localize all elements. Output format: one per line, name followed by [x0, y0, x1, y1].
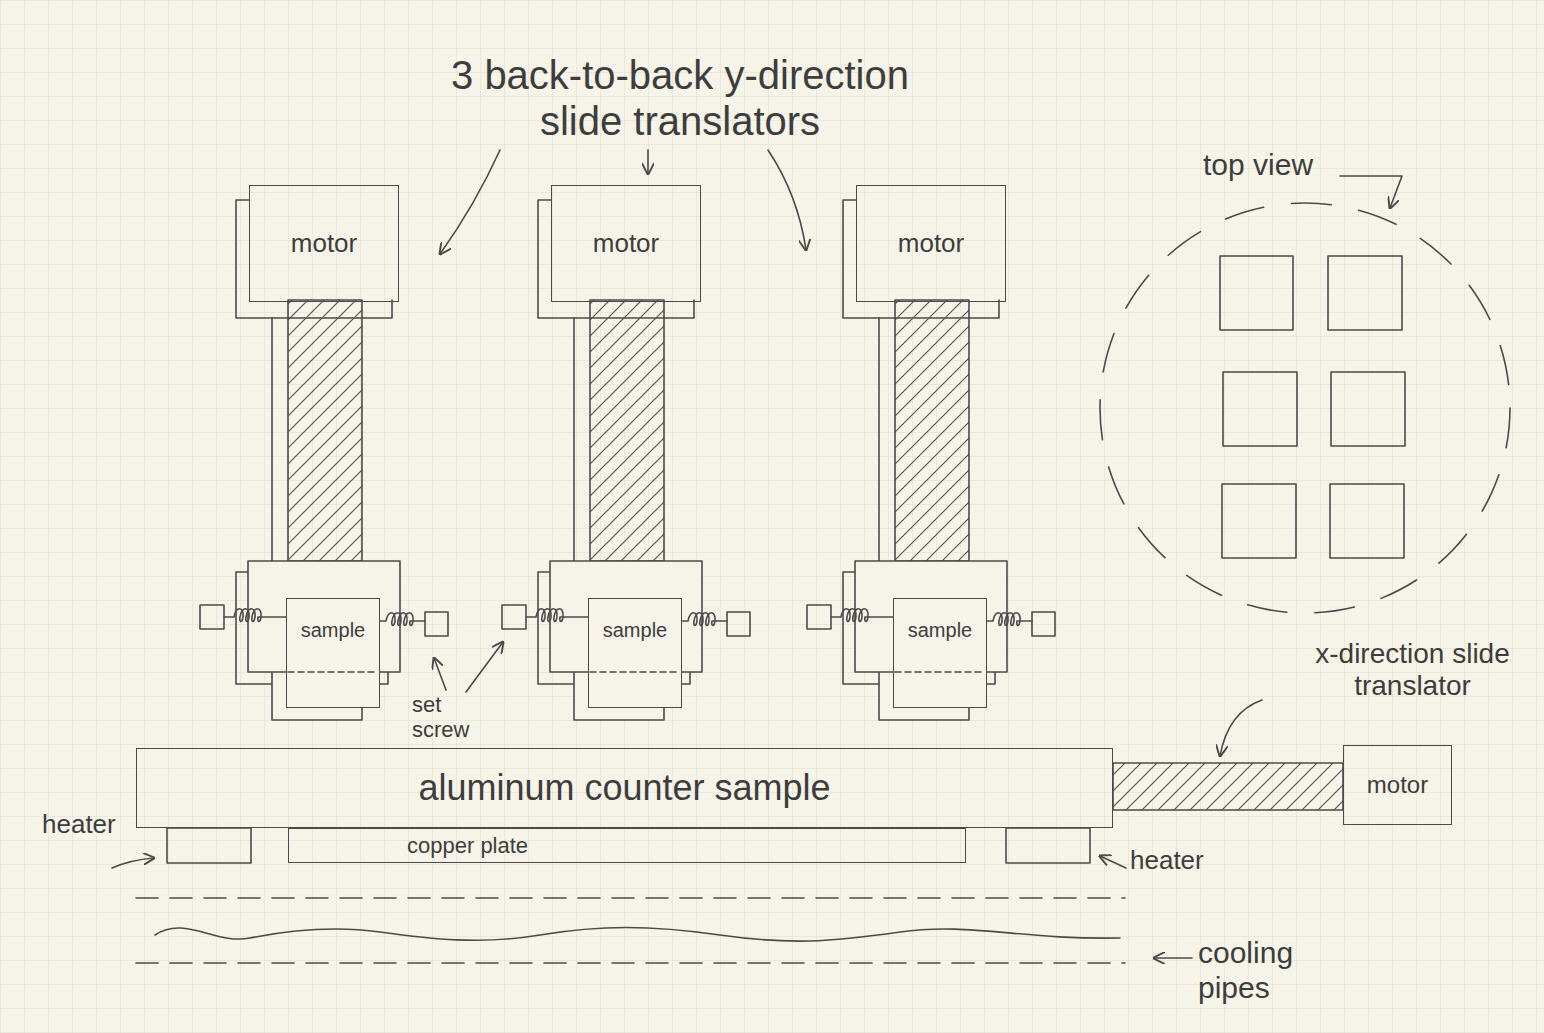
- leader-arrow: [1220, 700, 1262, 756]
- view-label: top view: [1203, 148, 1338, 183]
- pipe-wall: [136, 897, 1125, 899]
- copper-plate: copper plate: [288, 828, 966, 863]
- leader-arrow: [112, 858, 154, 868]
- motor-box: motor: [856, 185, 1006, 302]
- y-slide-translator: [502, 200, 750, 720]
- part-label: x-direction slide translator: [1290, 638, 1535, 702]
- sample-square: [1330, 484, 1404, 558]
- label-text: heater: [1130, 845, 1204, 875]
- node-text: sample: [603, 619, 667, 642]
- leader-arrow: [1154, 957, 1192, 959]
- coolant-flow: [155, 928, 1120, 942]
- sample-square: [1220, 256, 1293, 330]
- label-text: top view: [1203, 148, 1313, 181]
- lead-screw: [1113, 763, 1343, 810]
- leader-arrow: [434, 658, 446, 690]
- leader-arrow: [1100, 856, 1126, 868]
- label-text: set screw: [412, 692, 469, 742]
- node-text: motor: [291, 229, 357, 259]
- node-text: sample: [301, 619, 365, 642]
- y-slide-translator: [807, 200, 1055, 720]
- sample-square: [1328, 256, 1402, 330]
- node-text: motor: [1367, 771, 1428, 799]
- leader-arrow: [466, 642, 503, 692]
- sample-square: [1223, 372, 1297, 446]
- part-label: heater: [1130, 846, 1230, 876]
- label-text: heater: [42, 809, 116, 839]
- pipe-wall: [136, 962, 1125, 964]
- part-label: cooling pipes: [1198, 936, 1368, 1005]
- node-text: aluminum counter sample: [418, 767, 830, 808]
- sample-box: sample: [286, 598, 380, 708]
- leader-arrow: [768, 150, 806, 250]
- label-text: 3 back-to-back y-direction slide transla…: [451, 53, 909, 143]
- part-label: heater: [42, 810, 132, 840]
- motor-box: motor: [551, 185, 701, 302]
- motor-box: motor: [249, 185, 399, 302]
- counter-sample-bar: aluminum counter sample: [136, 748, 1113, 828]
- sample-square: [1222, 484, 1296, 558]
- motor-box: motor: [1343, 745, 1452, 825]
- heater-block: [1006, 828, 1090, 863]
- node-text: sample: [908, 619, 972, 642]
- y-slide-translator: [200, 200, 448, 720]
- node-text: copper plate: [407, 833, 528, 858]
- label-text: cooling pipes: [1198, 936, 1293, 1004]
- leader-arrow: [1340, 176, 1402, 208]
- sample-box: sample: [588, 598, 682, 708]
- leader-arrow: [440, 150, 500, 254]
- sample-box: sample: [893, 598, 987, 708]
- annotation-heading: 3 back-to-back y-direction slide transla…: [430, 52, 930, 144]
- leader-arrow: [647, 150, 649, 174]
- part-label: set screw: [412, 692, 484, 743]
- node-text: motor: [593, 229, 659, 259]
- sample-square: [1331, 372, 1405, 446]
- heater-block: [167, 828, 251, 863]
- label-text: x-direction slide translator: [1315, 638, 1510, 701]
- top-view-outline: [1100, 203, 1510, 613]
- node-text: motor: [898, 229, 964, 259]
